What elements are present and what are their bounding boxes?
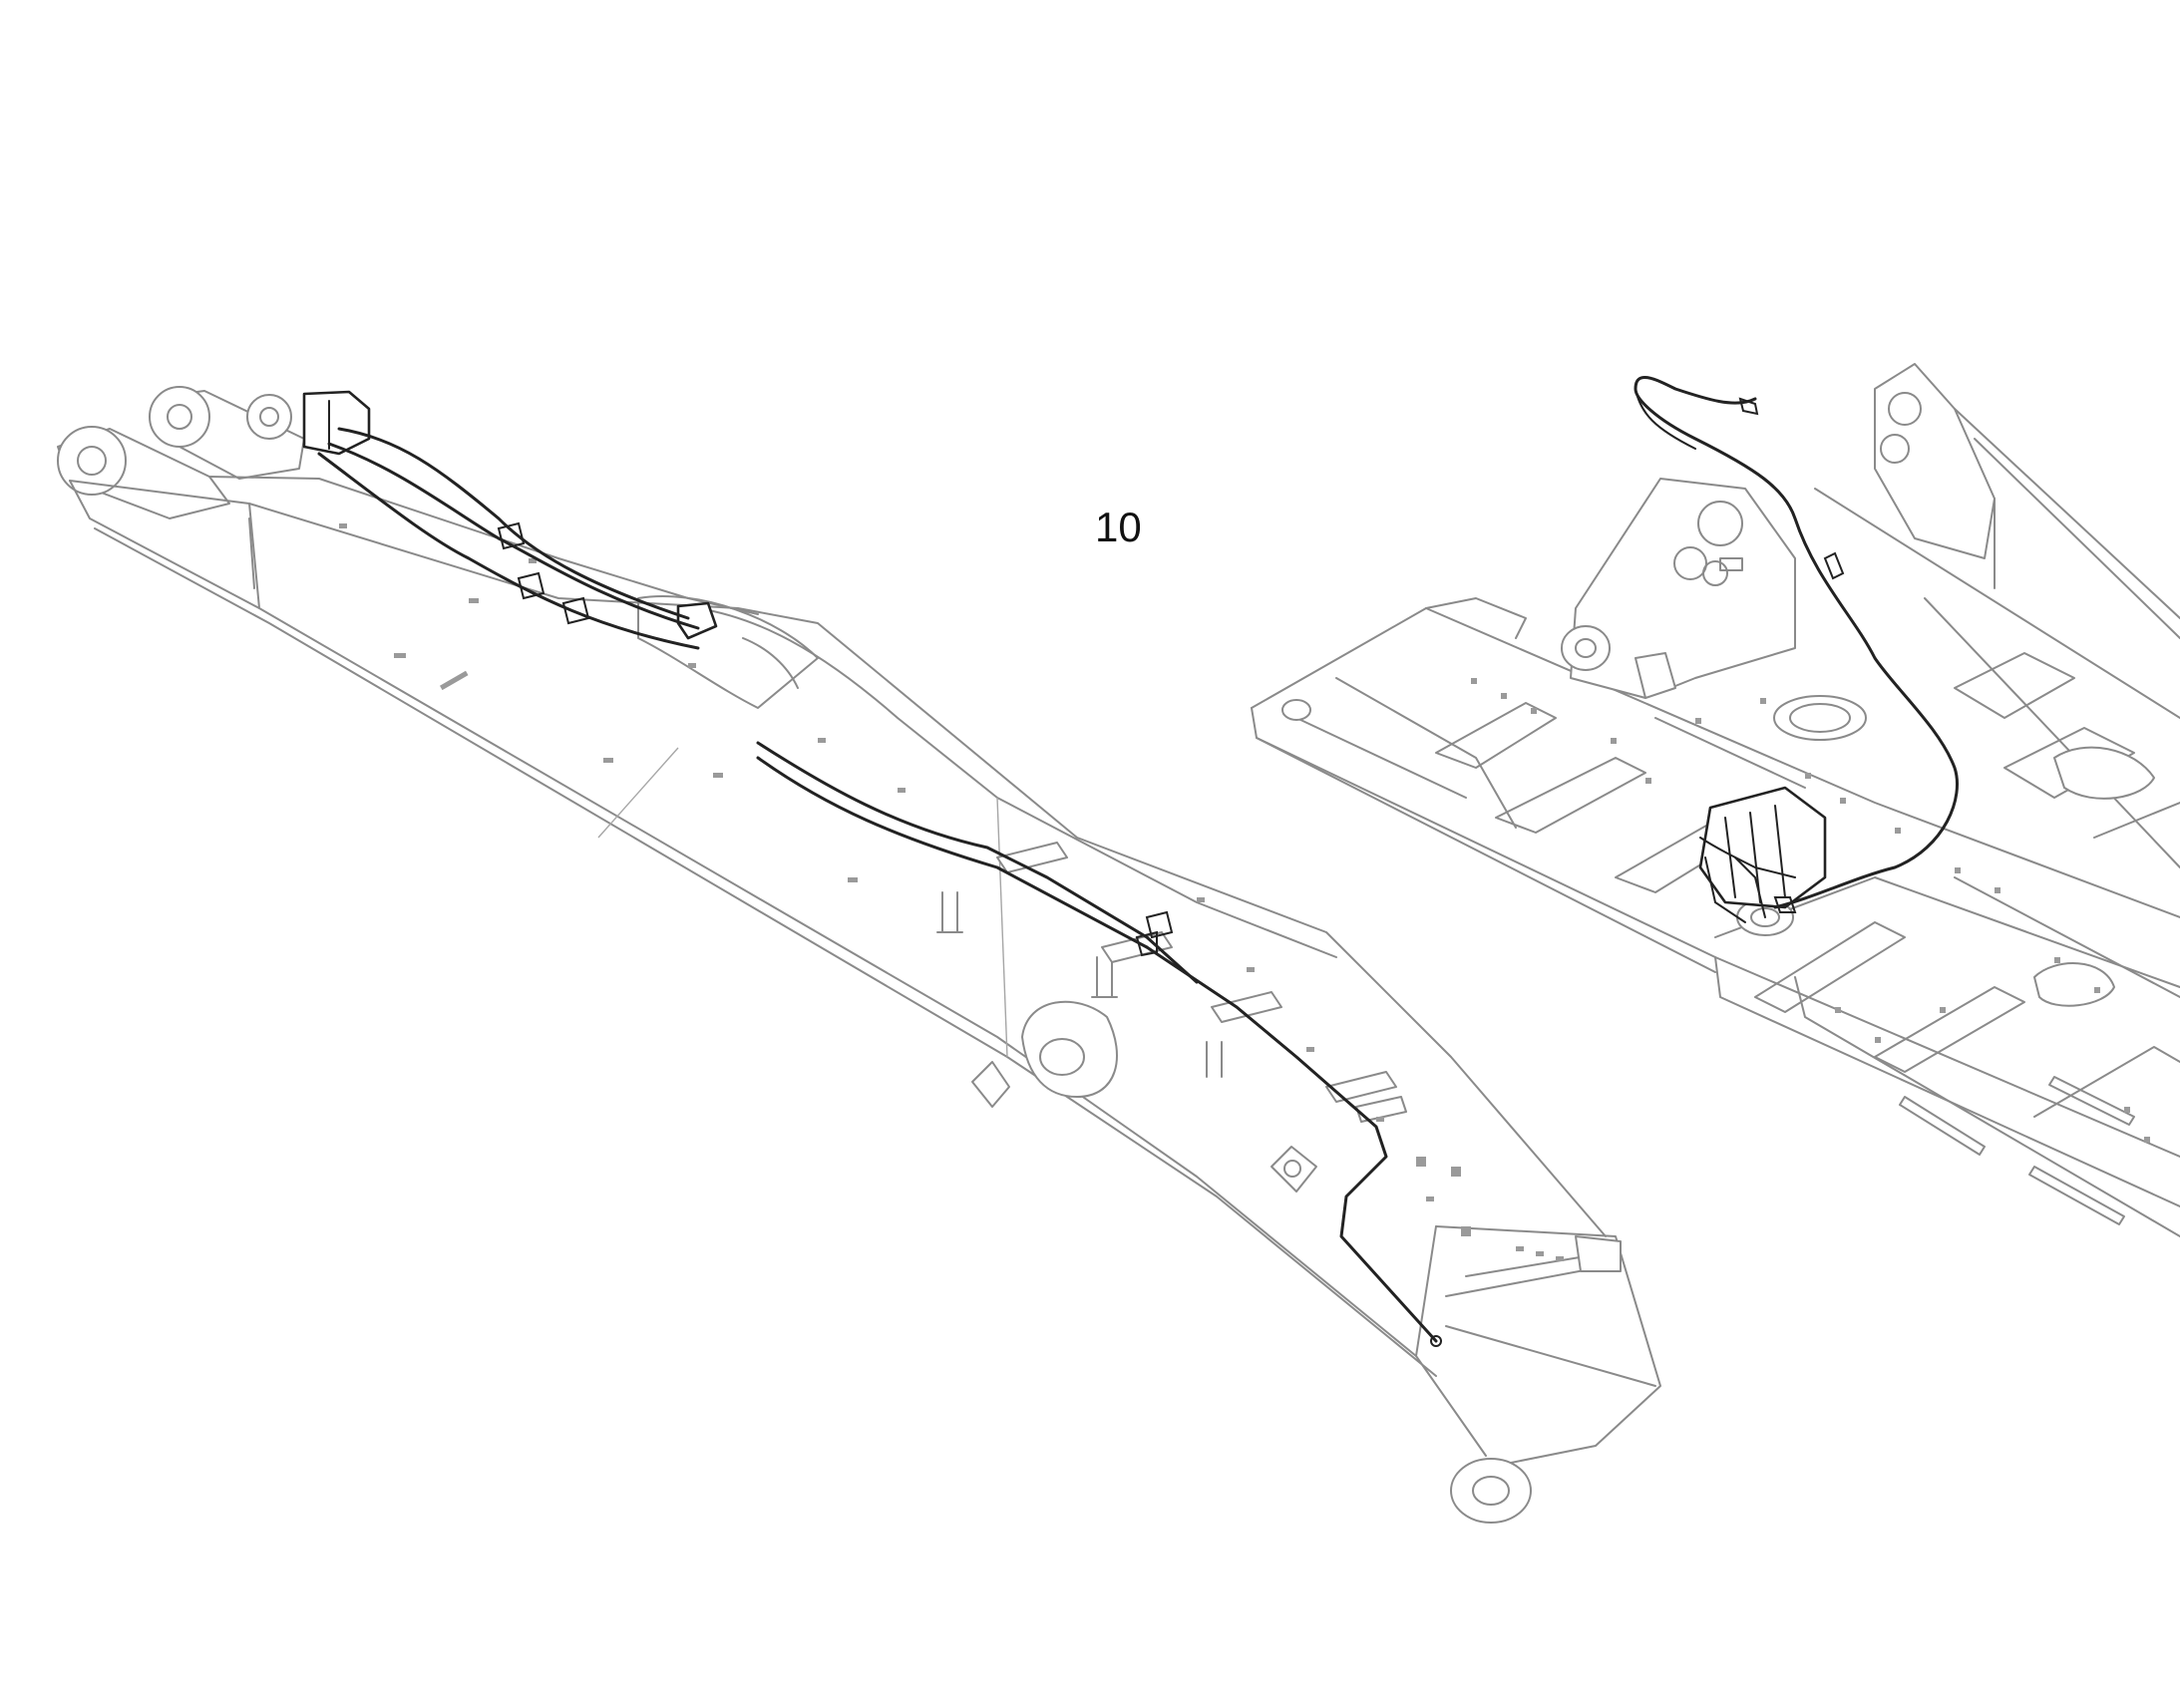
frame-bolt-holes bbox=[1471, 678, 2150, 1143]
boom-mid-details bbox=[637, 595, 1407, 1193]
boom-assembly bbox=[57, 386, 1661, 1524]
rear-tower bbox=[1814, 363, 2180, 868]
upper-frame-assembly bbox=[1251, 363, 2180, 1237]
callout-number-label: 10 bbox=[1095, 504, 1142, 550]
boom-mount-tower bbox=[1561, 478, 1796, 699]
frame-hose-route bbox=[1634, 375, 1959, 913]
boom-rear-lugs bbox=[57, 386, 305, 519]
boom-bolt-holes bbox=[339, 523, 1564, 1261]
frame-rails bbox=[1251, 597, 2180, 1237]
boom-body bbox=[69, 476, 1661, 1524]
frame-slots bbox=[1281, 699, 2135, 1225]
frame-valve-block bbox=[1698, 786, 1827, 923]
boom-hose-assembly bbox=[302, 390, 1442, 1347]
